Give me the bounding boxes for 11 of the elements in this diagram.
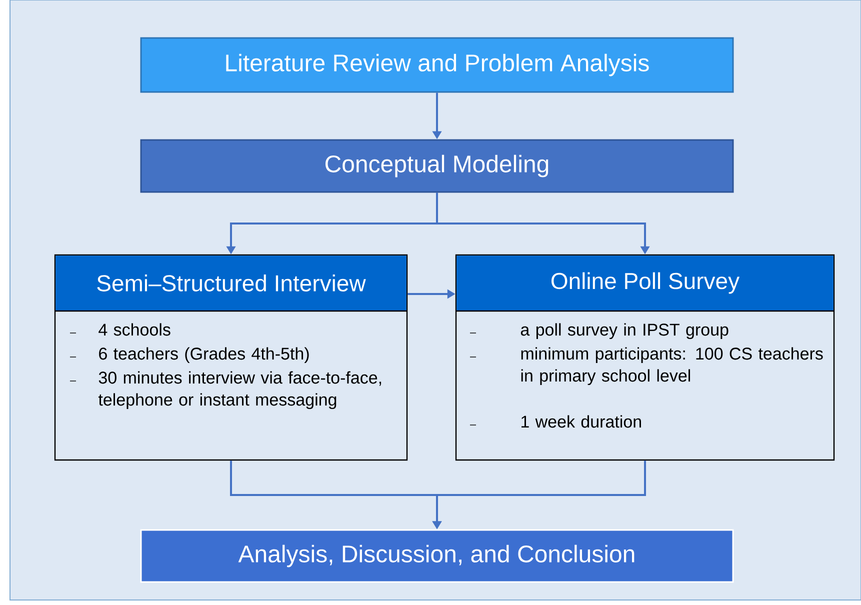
bullet-text: 6 teachers (Grades 4th-5th) [99, 347, 309, 364]
card-heading: Online Poll Survey [552, 272, 740, 294]
card-heading: Semi–Structured Interview [97, 274, 366, 292]
process-box: Conceptual Modeling [140, 139, 734, 193]
bullet-text: a poll survey in IPST group [520, 323, 728, 340]
process-box: Literature Review and Problem Analysis [140, 37, 734, 93]
bullet-text: 4 schools [98, 323, 170, 336]
bullet-text: 1 week duration [522, 415, 641, 428]
bullet-text: 30 minutes interview via face-to-face, telephone or instant messaging [98, 371, 382, 410]
bullet-text: minimum participants: 100 CS teachers in primary school level [521, 347, 823, 386]
process-box: Analysis, Discussion, and Conclusion [140, 529, 734, 583]
